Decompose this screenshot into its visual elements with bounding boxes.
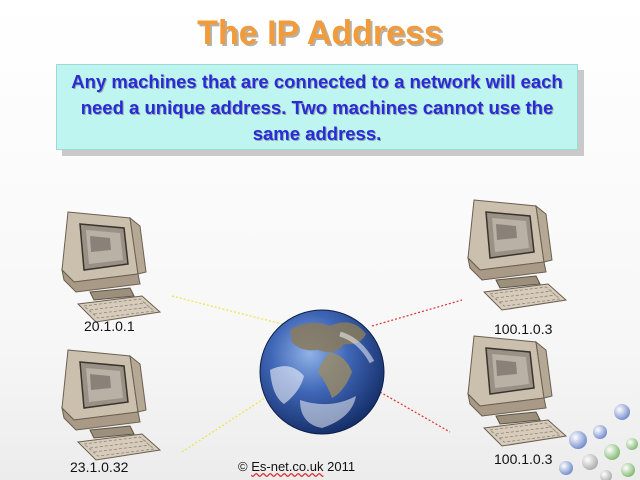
link-line-bottom-right <box>379 391 451 433</box>
copyright-symbol: © <box>238 459 248 474</box>
info-callout: Any machines that are connected to a net… <box>56 64 578 150</box>
computer-bottom-right <box>467 335 567 447</box>
earth-globe-icon <box>259 309 385 435</box>
computer-bottom-left <box>61 349 161 461</box>
copyright-site: Es-net.co.uk <box>251 459 324 474</box>
ip-label-top-left: 20.1.0.1 <box>84 318 135 334</box>
bubble-cluster-icon <box>559 404 638 480</box>
desktop-computer-icon <box>61 211 161 323</box>
desktop-computer-icon <box>467 335 567 447</box>
link-line-bottom-left <box>181 395 269 453</box>
link-line-top-left <box>171 295 283 325</box>
link-line-top-right <box>371 299 463 327</box>
desktop-computer-icon <box>61 349 161 461</box>
callout-text: Any machines that are connected to a net… <box>71 71 563 144</box>
desktop-computer-icon <box>467 199 567 311</box>
ip-label-bottom-right: 100.1.0.3 <box>494 451 553 467</box>
computer-top-right <box>467 199 567 311</box>
copyright-footer: © Es-net.co.uk 2011 <box>238 459 355 474</box>
ip-label-top-right: 100.1.0.3 <box>494 321 553 337</box>
ip-label-bottom-left: 23.1.0.32 <box>70 459 129 475</box>
computer-top-left <box>61 211 161 323</box>
slide-title: The IP Address <box>197 14 443 52</box>
copyright-year: 2011 <box>327 459 356 474</box>
